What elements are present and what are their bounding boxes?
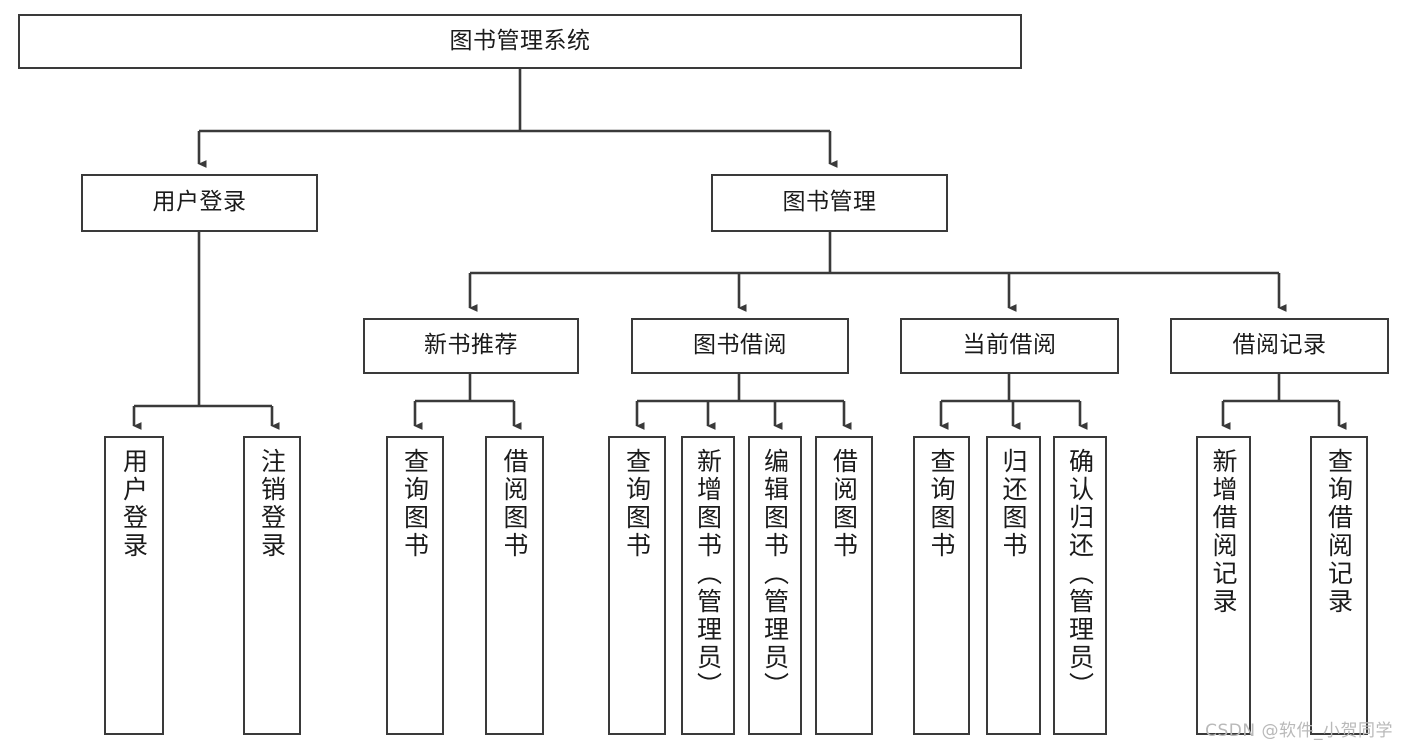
leaf-edit-book-admin-label: 编辑图书（管理员） [760,448,790,700]
leaf-return-book[interactable]: 归还图书 [986,436,1041,735]
node-borrow-records-label: 借阅记录 [1232,332,1327,359]
csdn-watermark: CSDN @软件_小贺同学 [1205,721,1393,741]
node-new-book-recommendation-label: 新书推荐 [424,332,518,359]
leaf-query-book-borrow[interactable]: 查询图书 [608,436,666,735]
leaf-add-borrow-record-label: 新增借阅记录 [1209,448,1238,616]
node-borrow-records[interactable]: 借阅记录 [1170,318,1389,374]
leaf-return-book-label: 归还图书 [999,448,1028,560]
node-current-borrow[interactable]: 当前借阅 [900,318,1119,374]
leaf-borrow-book-recommendation-label: 借阅图书 [500,448,529,560]
node-book-management[interactable]: 图书管理 [711,174,948,232]
leaf-edit-book-admin[interactable]: 编辑图书（管理员） [748,436,802,735]
leaf-query-book-current[interactable]: 查询图书 [913,436,970,735]
leaf-add-borrow-record[interactable]: 新增借阅记录 [1196,436,1251,735]
leaf-query-book-recommendation-label: 查询图书 [400,448,430,560]
node-book-management-label: 图书管理 [782,189,877,216]
leaf-query-book-current-label: 查询图书 [927,448,956,560]
leaf-logout-label: 注销登录 [257,448,287,560]
node-user-login[interactable]: 用户登录 [81,174,318,232]
leaf-confirm-return-admin-label: 确认归还（管理员） [1065,448,1095,700]
leaf-query-book-recommendation[interactable]: 查询图书 [386,436,444,735]
node-root-label: 图书管理系统 [449,27,591,54]
leaf-query-borrow-record[interactable]: 查询借阅记录 [1310,436,1368,735]
node-book-borrow-label: 图书借阅 [693,332,787,359]
leaf-user-login[interactable]: 用户登录 [104,436,164,735]
node-current-borrow-label: 当前借阅 [962,332,1057,359]
leaf-query-book-borrow-label: 查询图书 [622,448,652,560]
leaf-confirm-return-admin[interactable]: 确认归还（管理员） [1053,436,1107,735]
node-root[interactable]: 图书管理系统 [18,14,1022,69]
leaf-add-book-admin[interactable]: 新增图书（管理员） [681,436,735,735]
leaf-logout[interactable]: 注销登录 [243,436,301,735]
leaf-add-book-admin-label: 新增图书（管理员） [693,448,723,700]
leaf-query-borrow-record-label: 查询借阅记录 [1324,448,1354,616]
node-book-borrow[interactable]: 图书借阅 [631,318,849,374]
node-new-book-recommendation[interactable]: 新书推荐 [363,318,579,374]
leaf-borrow-book-label: 借阅图书 [829,448,859,560]
node-user-login-label: 用户登录 [152,189,247,216]
leaf-user-login-label: 用户登录 [119,448,149,560]
leaf-borrow-book[interactable]: 借阅图书 [815,436,873,735]
leaf-borrow-book-recommendation[interactable]: 借阅图书 [485,436,544,735]
